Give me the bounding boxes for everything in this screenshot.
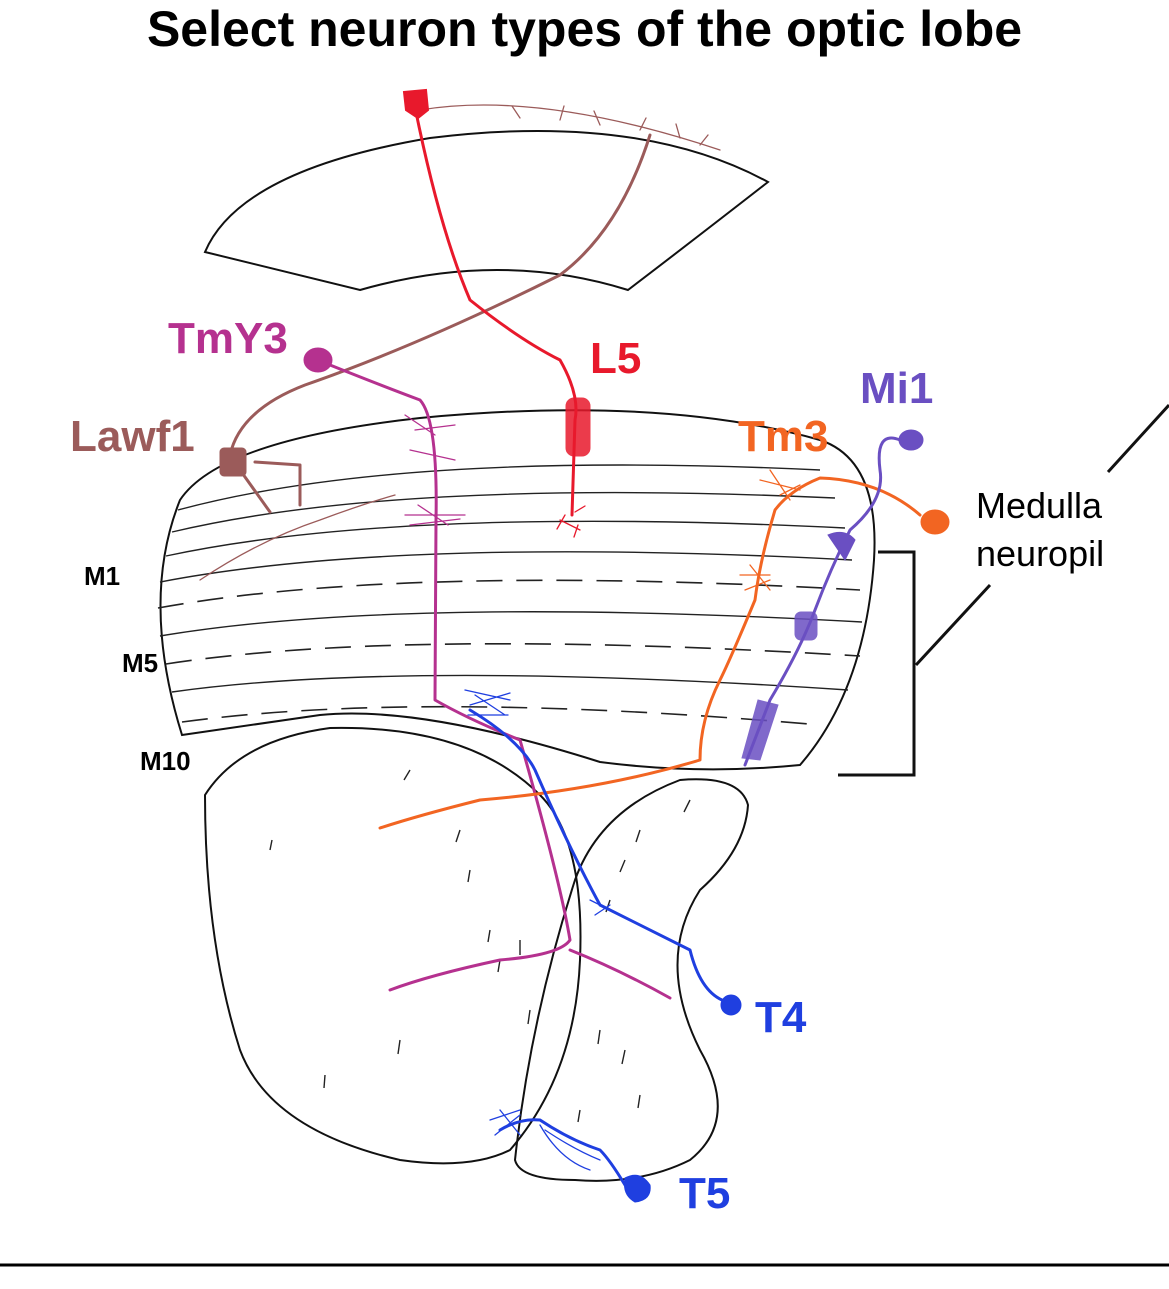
- label-tmy3: TmY3: [168, 314, 288, 363]
- lamina-outline: [203, 129, 770, 292]
- neuron-tm3: [378, 469, 950, 830]
- neuron-t5: [489, 1109, 651, 1203]
- label-m5: M5: [122, 648, 158, 678]
- lobula-plate: [513, 778, 750, 1182]
- label-m1: M1: [84, 561, 120, 591]
- neuron-lawf1: [199, 104, 721, 581]
- label-m10: M10: [140, 746, 191, 776]
- neuron-mi1: [741, 429, 924, 767]
- label-t4: T4: [755, 993, 807, 1042]
- medulla-bracket: [838, 550, 916, 777]
- neuron-l5: [402, 88, 591, 538]
- label-l5: L5: [590, 334, 641, 383]
- label-mi1: Mi1: [860, 364, 933, 413]
- medulla-pointer-line: [914, 583, 992, 667]
- lobula: [203, 726, 582, 1165]
- figure-title: Select neuron types of the optic lobe: [146, 1, 1023, 57]
- neuron-t4: [464, 689, 742, 1016]
- label-medulla: Medulla: [976, 485, 1103, 526]
- neuron-tmy3: [303, 347, 672, 1000]
- medulla-pointer-line-upper: [1106, 403, 1169, 474]
- label-neuropil: neuropil: [976, 533, 1104, 574]
- label-lawf1: Lawf1: [70, 412, 195, 461]
- label-t5: T5: [679, 1169, 730, 1218]
- label-tm3: Tm3: [738, 412, 828, 461]
